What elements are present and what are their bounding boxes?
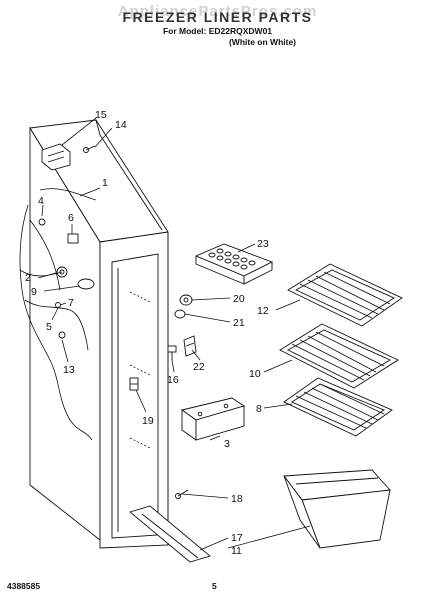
callout-14: 14 [115,119,127,131]
wire-shelf-12 [287,263,403,327]
callout-labels: 15 14 1 4 6 2 9 7 5 13 23 20 12 21 22 16… [25,109,269,557]
cap-21 [174,309,186,319]
watermark: AppliancePartsPros.com [117,3,318,20]
callout-2: 2 [25,272,31,284]
callout-16: 16 [167,374,179,386]
screw-18 [175,489,189,499]
document-number: 4388585 [7,581,41,591]
part-19 [129,377,139,391]
cover-3 [180,397,246,441]
callout-12: 12 [257,305,269,317]
wire-shelf-10 [279,323,399,389]
leader-lines [37,117,311,551]
callout-21: 21 [233,317,245,329]
page-number: 5 [212,581,217,591]
callout-11: 11 [231,545,242,557]
callout-8: 8 [256,403,262,415]
callout-13: 13 [63,364,75,376]
callout-3: 3 [224,438,230,450]
diagram-title: FREEZER LINER PARTS [122,9,313,25]
bottom-rail [129,505,211,563]
callout-4: 4 [38,195,44,207]
callout-6: 6 [68,212,74,224]
finish-line: (White on White) [228,37,297,47]
callout-15: 15 [95,109,107,121]
top-bracket [41,143,71,171]
callout-22: 22 [193,361,205,373]
screw-16 [167,345,177,360]
freezer-liner [19,119,169,549]
callout-20: 20 [233,293,245,305]
callout-1: 1 [102,177,108,189]
callout-18: 18 [231,493,243,505]
callout-10: 10 [249,368,261,380]
callout-17: 17 [231,532,243,544]
bearing-20 [179,294,193,306]
callout-5: 5 [46,321,52,333]
callout-23: 23 [257,238,269,250]
callout-7: 7 [68,297,74,309]
callout-9: 9 [31,286,37,298]
wire-shelf-8 [283,377,393,437]
ice-tray [194,243,274,285]
callout-19: 19 [142,415,154,427]
model-line: For Model: ED22RQXDW01 [162,26,273,36]
screw-14 [83,145,96,153]
ice-bin [283,469,391,549]
